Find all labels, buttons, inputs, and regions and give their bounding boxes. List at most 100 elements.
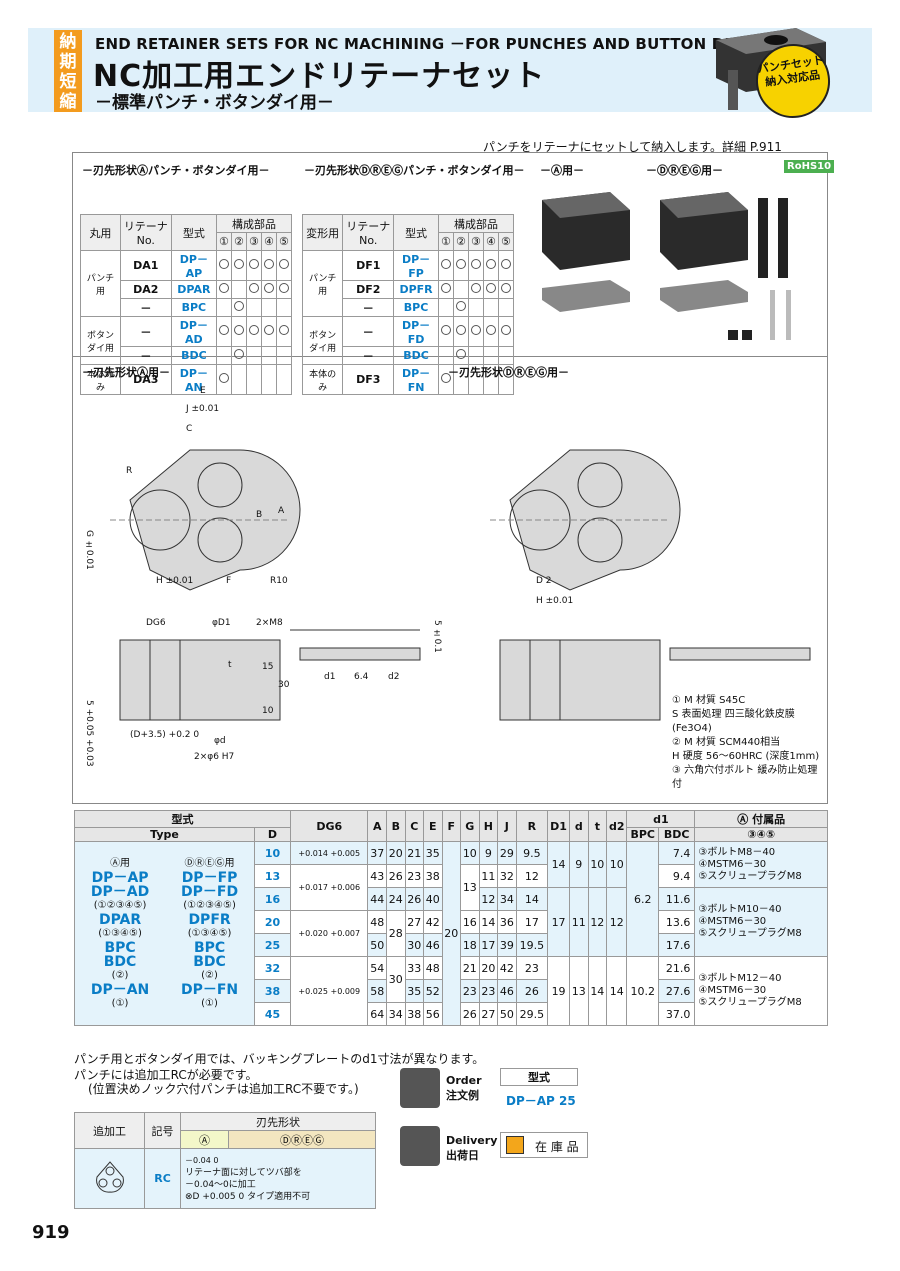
part-cell [215, 316, 232, 347]
th-part: ④ [482, 232, 499, 251]
drawing-b [490, 449, 811, 721]
included-mark [218, 259, 229, 269]
part-cell [437, 250, 454, 281]
f-value: 20 [441, 841, 462, 1026]
row-no: DF1 [342, 250, 395, 281]
th-type-en: Type [74, 827, 255, 842]
j-value: 50 [497, 1002, 517, 1026]
extra-code: RC [144, 1148, 181, 1209]
order-label: Order 注文例 [446, 1074, 482, 1102]
dim-r: R [126, 466, 133, 476]
c-value: 23 [404, 864, 425, 888]
type-name: (②) [201, 969, 218, 981]
row-type: BPC [393, 298, 439, 317]
e-value: 46 [423, 933, 443, 957]
table-row: ボタンダイ用－DP－AD [80, 316, 293, 365]
h-value: 17 [478, 933, 499, 957]
row-no: － [342, 298, 395, 317]
included-mark [455, 349, 466, 359]
d-value: 45 [254, 1002, 291, 1026]
type-name: DPFR [188, 911, 231, 928]
row-type: DP－FN [393, 364, 439, 395]
acc-line: ③ボルトM10－40 [698, 904, 782, 915]
part-cell [437, 316, 454, 347]
bdc-value: 27.6 [657, 979, 696, 1003]
parts-photo [542, 192, 791, 340]
row-no: － [119, 346, 172, 365]
included-mark [263, 283, 274, 293]
b-value: 20 [386, 841, 406, 865]
grp-D1: 19 [547, 956, 571, 1026]
material-4: H 硬度 56～60HRC (深度1mm) [672, 751, 820, 762]
a-value: 58 [367, 979, 387, 1003]
part-cell [497, 364, 515, 395]
r-value: 26 [515, 979, 549, 1003]
dim-dg6: DG6 [146, 618, 166, 628]
g-value: 10 [460, 841, 480, 865]
r-value: 19.5 [515, 933, 549, 957]
part-cell [245, 298, 262, 317]
type-name: DPAR [98, 911, 142, 928]
stock-badge: 在 庫 品 [500, 1132, 588, 1158]
dg6-value: +0.025 +0.009 [289, 956, 369, 1026]
acc-line: ④MSTM6－30 [698, 858, 767, 870]
row-group: ボタンダイ用 [301, 316, 344, 365]
row-type: DP－AN [170, 364, 217, 395]
d-value: 10 [254, 841, 291, 865]
row-no: － [119, 298, 172, 317]
th-part: ③ [467, 232, 484, 251]
part-cell [452, 250, 469, 281]
included-mark [278, 325, 289, 335]
title-jp: NC加工用エンドリテーナセット [93, 59, 546, 94]
bdc-value: 9.4 [657, 864, 696, 888]
h-value: 27 [478, 1002, 499, 1026]
included-mark [485, 325, 496, 335]
part-cell [467, 280, 484, 299]
stock-text: 在 庫 品 [535, 1140, 579, 1154]
th-d1: d1 [626, 810, 696, 828]
part-cell [215, 250, 232, 281]
th-model: 型式 [74, 810, 291, 828]
j-value: 46 [497, 979, 517, 1003]
dim-15: 15 [262, 662, 274, 672]
th-part: ④ [260, 232, 277, 251]
truck-icon [400, 1126, 440, 1166]
type-name: BPC [104, 939, 136, 956]
part-cell [245, 346, 262, 365]
delivery-tag: 納期短縮 [54, 30, 82, 112]
included-mark [248, 325, 259, 335]
type-name: (①②③④⑤) [93, 899, 147, 911]
part-cell [230, 298, 247, 317]
part-cell [260, 250, 277, 281]
phone-icon [400, 1068, 440, 1108]
part-cell [467, 298, 484, 317]
row-type: DPAR [170, 280, 217, 299]
a-value: 44 [367, 887, 387, 911]
grp-d: 13 [569, 956, 589, 1026]
th-bpc: BPC [626, 827, 659, 842]
part-cell [215, 346, 232, 365]
included-mark [248, 259, 259, 269]
included-mark [455, 259, 466, 269]
part-cell [452, 280, 469, 299]
grp-t: 14 [587, 956, 608, 1026]
d-value: 20 [254, 910, 291, 934]
bdc-value: 11.6 [657, 887, 696, 911]
bdc-value: 13.6 [657, 910, 696, 934]
dim-b: B [256, 510, 263, 520]
part-cell [215, 364, 232, 395]
extra-icon-cell [74, 1148, 145, 1209]
dim-d1: φD1 [212, 618, 231, 628]
row-type: BPC [170, 298, 217, 317]
j-value: 29 [497, 841, 517, 865]
d-value: 32 [254, 956, 291, 980]
included-mark [263, 259, 274, 269]
r-value: 14 [515, 887, 549, 911]
part-cell [467, 316, 484, 347]
part-cell [467, 250, 484, 281]
dim-30: 30 [278, 680, 290, 690]
part-cell [230, 346, 247, 365]
included-mark [440, 259, 451, 269]
material-2: S 表面処理 四三酸化鉄皮膜 (Fe3O4) [672, 709, 795, 734]
